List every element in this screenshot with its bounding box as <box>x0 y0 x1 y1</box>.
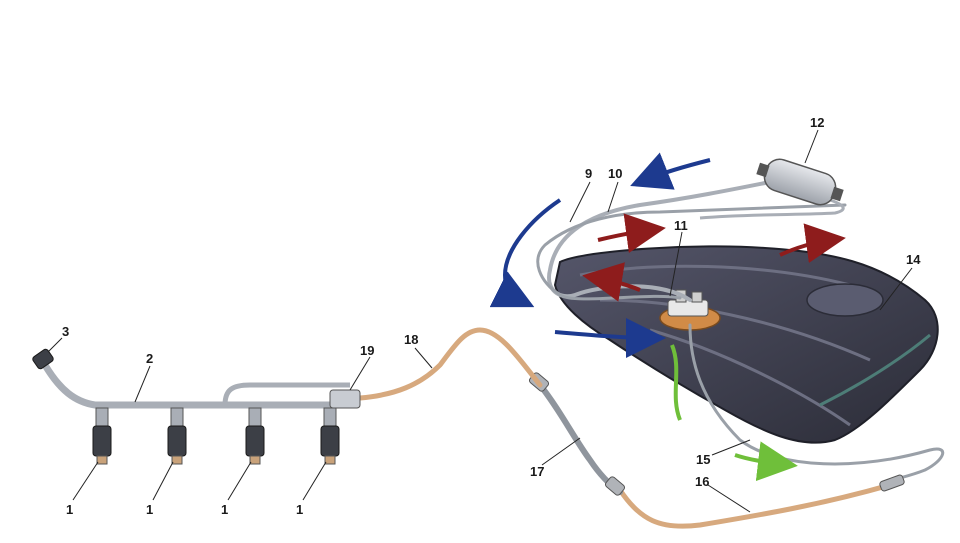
label-hose-17: 17 <box>530 464 544 479</box>
injector-d <box>320 407 340 465</box>
blue-arrow-top <box>630 152 711 190</box>
injector-c <box>245 407 265 465</box>
leader-lines <box>47 129 913 513</box>
label-injector-b: 1 <box>146 502 153 517</box>
label-pressure-fitting: 3 <box>62 324 69 339</box>
injector-a <box>92 407 112 465</box>
fuel-tank <box>553 245 939 444</box>
label-supply-line: 10 <box>608 166 622 181</box>
pressure-fitting <box>32 348 54 370</box>
vapor-line <box>688 323 944 487</box>
red-arrow-mid <box>582 262 641 302</box>
fuel-rail <box>41 361 361 409</box>
label-injector-c: 1 <box>221 502 228 517</box>
label-return-line: 9 <box>585 166 592 181</box>
label-fuel-tank: 14 <box>906 252 921 267</box>
injector-b <box>167 407 187 465</box>
label-vapor-line: 15 <box>696 452 710 467</box>
label-fuel-pump-module: 11 <box>674 218 688 233</box>
label-rail-connector: 19 <box>360 343 374 358</box>
hose-16 <box>617 482 893 529</box>
callout-labels: 1 1 1 1 2 3 9 10 11 12 14 15 16 17 18 19 <box>62 115 921 517</box>
label-fuel-filter: 12 <box>810 115 824 130</box>
label-injector-a: 1 <box>66 502 73 517</box>
label-fuel-rail: 2 <box>146 351 153 366</box>
label-hose-18: 18 <box>404 332 418 347</box>
green-arrow-down <box>670 344 682 421</box>
blue-arrow-pump <box>554 317 666 358</box>
red-arrow-top <box>597 213 666 253</box>
flow-arrows <box>489 152 846 482</box>
fuel-filter <box>756 158 844 206</box>
injectors <box>92 407 340 465</box>
hose-18 <box>357 327 543 401</box>
green-arrow-right <box>734 441 798 482</box>
red-arrow-right <box>779 223 846 264</box>
blue-arrow-left <box>489 198 562 308</box>
label-injector-d: 1 <box>296 502 303 517</box>
label-hose-16: 16 <box>695 474 709 489</box>
